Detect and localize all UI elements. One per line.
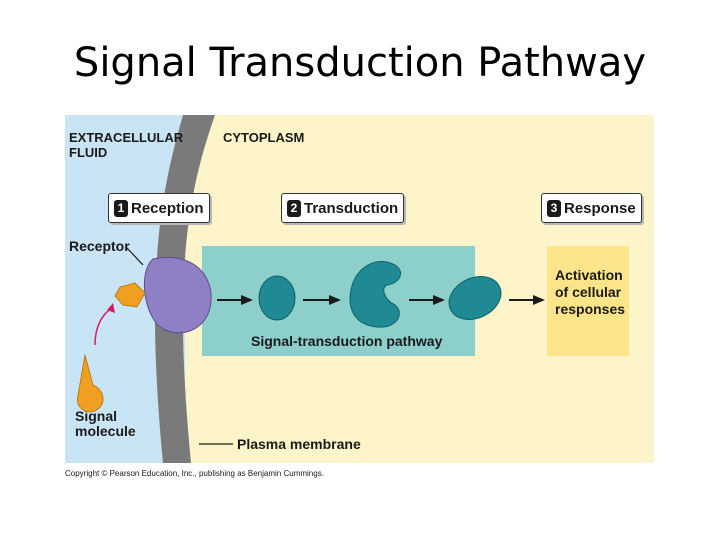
step-reception: 1 Reception	[108, 193, 210, 223]
relay-protein-2	[349, 260, 402, 328]
pathway-arrowhead	[329, 295, 341, 305]
step-number: 1	[114, 199, 128, 217]
extracellular-fluid-label: EXTRACELLULAR FLUID	[69, 130, 184, 160]
binding-arrow	[94, 306, 114, 346]
cytoplasm-label: CYTOPLASM	[223, 130, 305, 145]
response-box	[547, 246, 629, 356]
receptor-protein	[143, 257, 212, 334]
signal-molecule	[76, 354, 104, 413]
pathway-arrowhead	[433, 295, 445, 305]
step-label: Reception	[131, 199, 204, 217]
cellular-response-text: Activation of cellular responses	[555, 267, 626, 317]
step-number: 3	[547, 199, 561, 217]
signal-molecule-label: Signal molecule	[75, 408, 136, 439]
step-number: 2	[287, 199, 301, 217]
step-label: Transduction	[304, 199, 399, 217]
step-transduction: 2 Transduction	[281, 193, 405, 223]
receptor-pointer-line	[126, 247, 144, 266]
copyright-notice: Copyright © Pearson Education, Inc., pub…	[65, 469, 324, 478]
step-label: Response	[564, 199, 636, 217]
plasma-membrane-label: Plasma membrane	[237, 436, 361, 452]
receptor-label: Receptor	[69, 238, 130, 254]
step-response: 3 Response	[541, 193, 642, 223]
bound-signal-molecule	[114, 282, 146, 308]
binding-arrowhead	[107, 303, 115, 313]
pathway-arrowhead	[241, 295, 253, 305]
diagram-shapes	[76, 247, 545, 445]
signal-transduction-figure: EXTRACELLULAR FLUID CYTOPLASM 1 Receptio…	[65, 115, 654, 463]
pathway-label: Signal-transduction pathway	[251, 333, 443, 349]
relay-protein-1	[258, 275, 296, 321]
relay-protein-3	[448, 276, 502, 320]
response-arrowhead	[533, 295, 545, 305]
slide-title: Signal Transduction Pathway	[73, 40, 647, 86]
